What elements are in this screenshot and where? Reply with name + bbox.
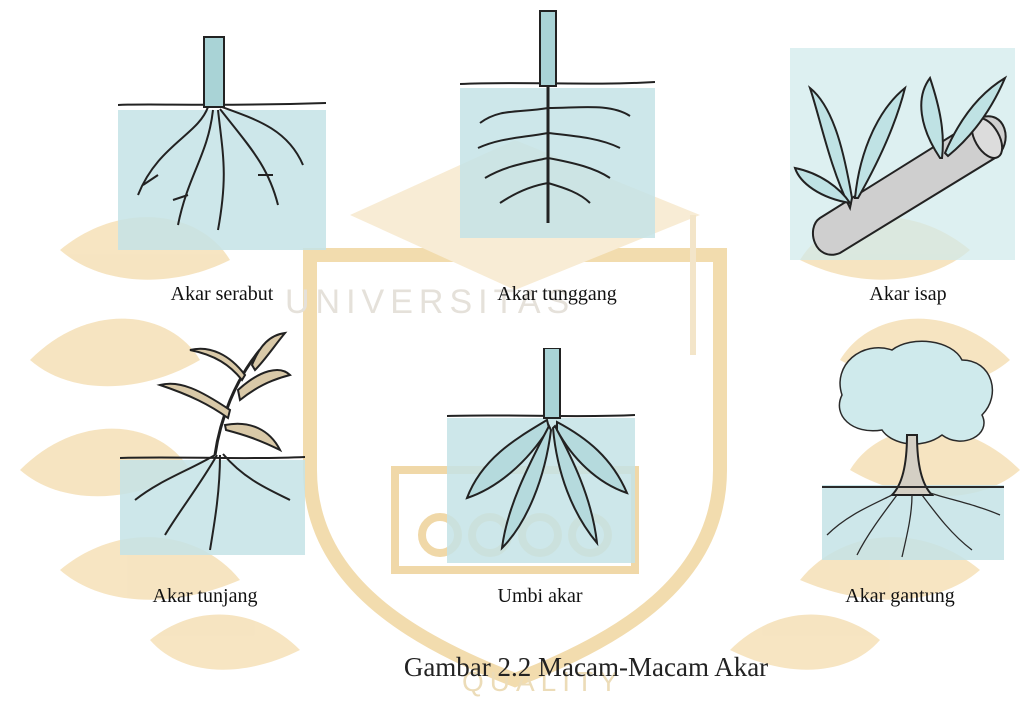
- stilt-root-illustration: [120, 330, 305, 560]
- fibrous-root-illustration: [118, 25, 326, 250]
- label-umbi-akar: Umbi akar: [498, 585, 583, 608]
- label-akar-serabut: Akar serabut: [171, 283, 274, 306]
- stilt-root-icon: [120, 330, 305, 560]
- figure-caption: Gambar 2.2 Macam-Macam Akar: [404, 652, 768, 683]
- hanging-root-icon: [822, 335, 1004, 560]
- label-akar-isap: Akar isap: [869, 283, 946, 306]
- fibrous-root-icon: [118, 25, 326, 250]
- label-akar-tunggang: Akar tunggang: [497, 283, 616, 306]
- tuber-root-illustration: [447, 348, 635, 563]
- label-akar-tunjang: Akar tunjang: [153, 585, 258, 608]
- label-akar-gantung: Akar gantung: [845, 585, 954, 608]
- taproot-illustration: [460, 8, 655, 248]
- tuber-root-icon: [447, 348, 635, 563]
- sucker-root-icon: [790, 48, 1015, 260]
- taproot-icon: [460, 8, 655, 248]
- hanging-root-illustration: [822, 335, 1004, 560]
- sucker-root-illustration: [790, 48, 1015, 260]
